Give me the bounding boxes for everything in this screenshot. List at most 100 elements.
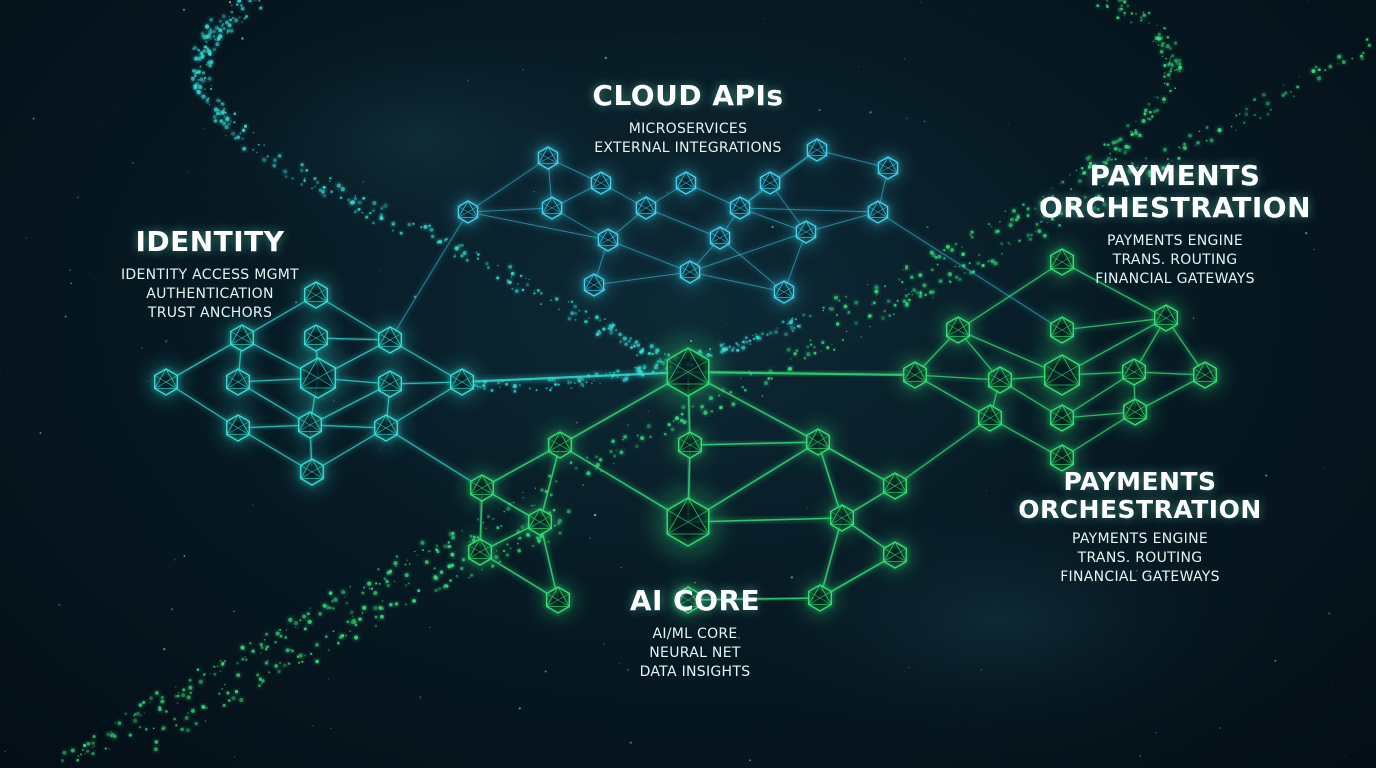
- star: [330, 728, 332, 730]
- stream-particle: [203, 45, 207, 49]
- stream-particle: [373, 590, 378, 596]
- stream-particle: [744, 336, 748, 340]
- star: [164, 237, 166, 240]
- stream-particle: [509, 547, 512, 550]
- stream-particle: [1001, 253, 1003, 255]
- stream-particle: [1196, 140, 1200, 145]
- payments-node: [969, 397, 1011, 439]
- payments-node: [1041, 241, 1083, 283]
- ai-core-label: AI CORE AI/ML CORE NEURAL NET DATA INSIG…: [560, 585, 830, 682]
- stream-particle: [1166, 73, 1171, 77]
- ai-core-title: AI CORE: [629, 584, 761, 617]
- stream-particle: [591, 382, 593, 385]
- stream-particle: [383, 203, 388, 208]
- stream-particle: [205, 51, 208, 53]
- stream-particle: [740, 377, 742, 379]
- stream-particle: [1292, 95, 1296, 98]
- stream-particle: [554, 297, 559, 301]
- stream-particle: [1163, 82, 1166, 85]
- stream-particle: [294, 626, 297, 629]
- stream-particle: [204, 720, 206, 722]
- stream-particle: [1253, 98, 1257, 102]
- stream-particle: [757, 336, 762, 341]
- stream-particle: [275, 631, 280, 636]
- stream-particle: [719, 405, 723, 410]
- stream-particle: [990, 259, 995, 264]
- stream-particle: [833, 295, 839, 300]
- stream-particle: [175, 724, 178, 727]
- stream-particle: [635, 354, 639, 357]
- stream-particle: [91, 741, 95, 745]
- ai-core-node: [649, 333, 727, 411]
- stream-particle: [1087, 154, 1092, 160]
- stream-particle: [91, 752, 95, 756]
- star: [370, 587, 374, 590]
- stream-particle: [767, 376, 771, 380]
- stream-particle: [243, 124, 248, 128]
- stream-particle: [331, 600, 334, 603]
- identity-node: [217, 407, 259, 449]
- star: [77, 196, 79, 198]
- stream-particle: [212, 29, 216, 34]
- stream-particle: [369, 212, 372, 215]
- stream-particle: [876, 294, 878, 296]
- star: [0, 373, 1, 375]
- stream-particle: [788, 366, 793, 371]
- stream-particle: [526, 283, 529, 287]
- node-facet-line: [903, 368, 927, 382]
- star: [203, 128, 205, 130]
- stream-particle: [854, 300, 859, 305]
- stream-particle: [264, 632, 269, 636]
- stream-particle: [619, 333, 622, 336]
- stream-particle: [1046, 222, 1048, 224]
- stream-particle: [266, 155, 269, 158]
- stream-particle: [649, 435, 652, 439]
- stream-particle: [961, 246, 964, 249]
- stream-particle: [1166, 158, 1169, 160]
- stream-particle: [213, 672, 217, 676]
- stream-particle: [349, 585, 351, 588]
- stream-particle: [802, 313, 806, 317]
- stream-particle: [391, 221, 396, 226]
- stream-particle: [907, 293, 910, 296]
- stream-particle: [1269, 108, 1272, 111]
- stream-particle: [1154, 38, 1157, 40]
- stream-particle: [394, 602, 399, 606]
- stream-particle: [508, 264, 513, 269]
- stream-particle: [435, 548, 439, 552]
- star: [575, 421, 578, 424]
- stream-particle: [1102, 185, 1104, 187]
- stream-particle: [227, 23, 232, 28]
- stream-particle: [670, 427, 675, 432]
- stream-particle: [1058, 183, 1061, 185]
- stream-particle: [234, 690, 239, 694]
- stream-particle: [1123, 11, 1126, 15]
- stream-particle: [322, 193, 327, 198]
- cloud-api-node: [534, 190, 570, 226]
- stream-particle: [874, 289, 879, 294]
- node-facet-line: [868, 206, 888, 218]
- stream-particle: [1088, 161, 1093, 166]
- stream-particle: [429, 227, 434, 232]
- stream-particle: [813, 346, 816, 349]
- stream-particle: [996, 229, 1000, 233]
- stream-particle: [200, 54, 205, 59]
- stream-particle: [241, 137, 244, 140]
- stream-particle: [454, 246, 459, 251]
- stream-particle: [379, 216, 384, 221]
- stream-particle: [193, 73, 196, 75]
- stream-particle: [149, 696, 153, 700]
- node-facet-line: [304, 288, 328, 302]
- stream-particle: [361, 612, 364, 614]
- star: [64, 315, 67, 318]
- stream-particle: [1120, 0, 1124, 2]
- node-facet-line: [528, 515, 552, 529]
- stream-particle: [460, 254, 464, 258]
- stream-particle: [351, 615, 354, 618]
- stream-particle: [496, 526, 500, 530]
- stream-particle: [421, 548, 425, 552]
- stream-particle: [528, 387, 531, 390]
- stream-particle: [1142, 13, 1146, 17]
- star: [70, 282, 72, 285]
- stream-particle: [1183, 142, 1187, 146]
